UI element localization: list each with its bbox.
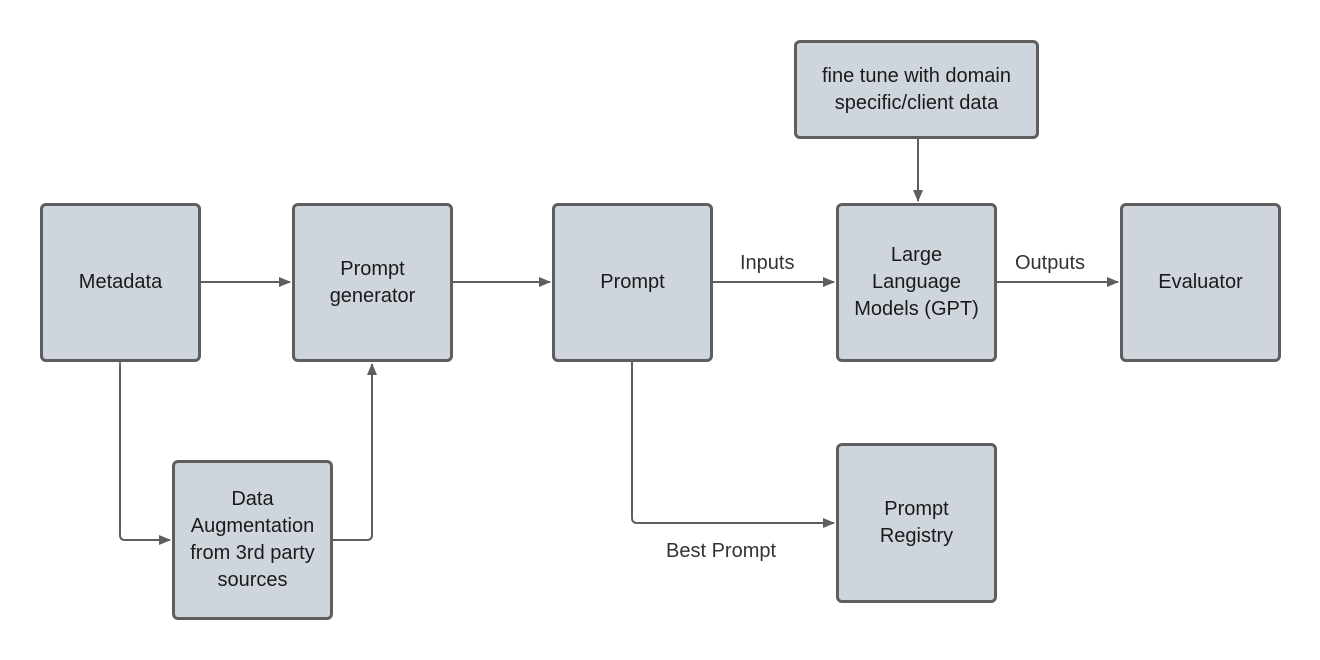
prompt-generator-node: Prompt generator — [292, 203, 453, 362]
best-prompt-edge-label: Best Prompt — [666, 540, 777, 562]
data-augmentation-node: Data Augmentation from 3rd party sources — [172, 460, 333, 620]
metadata-node: Metadata — [40, 203, 201, 362]
prompt-registry-node: Prompt Registry — [836, 443, 997, 603]
prompt-node: Prompt — [552, 203, 713, 362]
evaluator-node: Evaluator — [1120, 203, 1281, 362]
edge-prompt-to-registry — [631, 362, 835, 528]
edge-metadata-augmentation — [115, 353, 171, 545]
outputs-edge-label: Outputs — [1015, 252, 1086, 274]
edge-augmentation-to-generator — [333, 363, 377, 541]
inputs-edge-label: Inputs — [740, 252, 795, 274]
llm-node: Large Language Models (GPT) — [836, 203, 997, 362]
fine-tune-node: fine tune with domain specific/client da… — [794, 40, 1039, 139]
